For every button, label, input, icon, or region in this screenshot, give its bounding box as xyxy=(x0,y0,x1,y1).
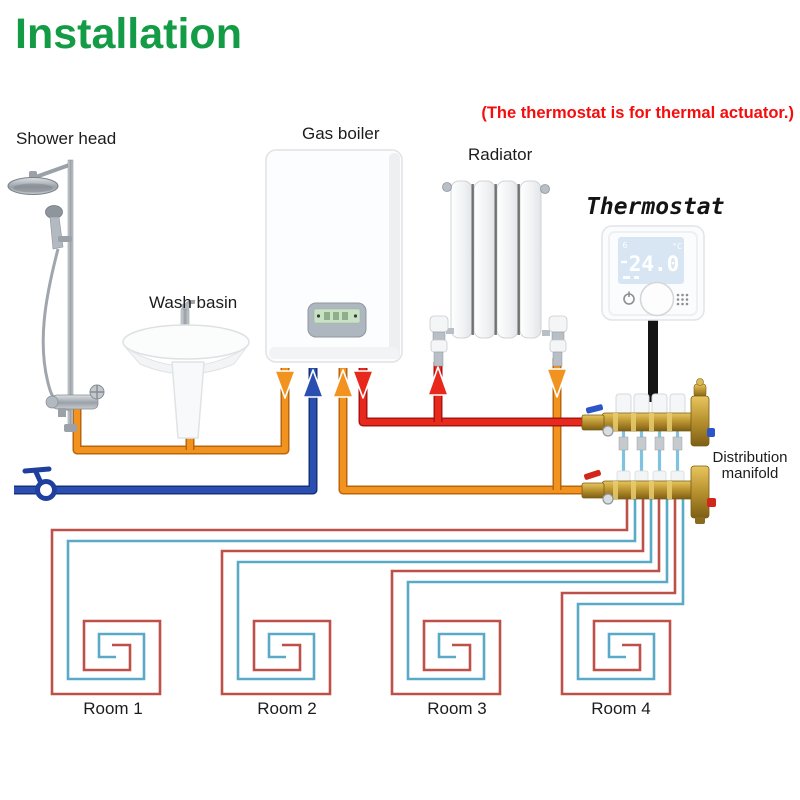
thermostat-temperature: 24.0 xyxy=(629,252,680,276)
shower-head-icon xyxy=(29,171,37,179)
floor-heating-loops xyxy=(50,499,685,696)
cold-flow-arrow xyxy=(302,369,324,398)
label-shower-head: Shower head xyxy=(16,129,117,148)
distribution-manifold-graphic xyxy=(581,378,716,524)
return-valve-handle xyxy=(583,469,601,480)
hand-shower-icon xyxy=(45,205,63,219)
manifold-supply-bar xyxy=(581,378,715,447)
radiator-plug-left xyxy=(442,182,452,192)
thermostat-screen xyxy=(618,237,684,284)
supply-flow-arrow xyxy=(352,370,374,399)
radiator-valve-right xyxy=(542,315,568,367)
radiator-supply-arrow xyxy=(427,366,449,396)
radiator-plug-right xyxy=(540,184,550,194)
floor-loop-room-2 xyxy=(220,499,653,696)
manifold-gauge-bottom xyxy=(602,493,614,505)
shower-mixer xyxy=(51,394,99,410)
drain-red-cap xyxy=(707,498,716,507)
manifold-gauge-top xyxy=(602,425,614,437)
menu-grid-icon xyxy=(676,293,689,306)
radiator-return-arrow xyxy=(546,368,568,398)
radiator-graphic xyxy=(429,180,568,367)
floor-loop-room-3 xyxy=(390,499,669,696)
shutoff-valve-icon xyxy=(22,466,57,501)
boiler-display xyxy=(307,302,367,338)
label-wash-basin: Wash basin xyxy=(149,293,238,312)
shower-graphic xyxy=(7,159,105,432)
thermostat-cable xyxy=(648,316,658,402)
label-room-1: Room 1 xyxy=(83,699,143,718)
wash-basin-graphic xyxy=(122,299,250,439)
label-distribution-manifold: Distribution manifold xyxy=(695,450,800,482)
cold-water-pipe xyxy=(14,368,318,501)
label-manifold-line2: manifold xyxy=(721,465,779,482)
label-gas-boiler: Gas boiler xyxy=(302,124,380,143)
manifold-return-bar xyxy=(581,465,716,524)
label-thermostat: Thermostat xyxy=(586,194,725,220)
thermostat-graphic: 6 °C 24.0 xyxy=(601,225,705,321)
page-title: Installation xyxy=(15,10,242,58)
floor-loop-room-1 xyxy=(50,499,637,696)
floor-loop-room-4 xyxy=(560,499,685,696)
label-room-2: Room 2 xyxy=(257,699,317,718)
thermostat-note: (The thermostat is for thermal actuator.… xyxy=(481,104,794,122)
return-flow-arrow xyxy=(332,369,354,398)
label-radiator: Radiator xyxy=(468,145,533,164)
thermostat-unit: °C xyxy=(672,242,682,251)
label-room-4: Room 4 xyxy=(591,699,651,718)
dhw-flow-arrow xyxy=(274,370,296,399)
thermostat-dial xyxy=(639,281,675,317)
label-room-3: Room 3 xyxy=(427,699,487,718)
label-manifold-line1: Distribution xyxy=(712,449,788,466)
air-vent-blue-cap xyxy=(707,428,715,437)
power-icon xyxy=(623,291,635,305)
shower-hose xyxy=(41,248,71,412)
gas-boiler-graphic xyxy=(265,149,403,363)
thermostat-time-indicator: 6 xyxy=(623,241,628,250)
flow-arrows xyxy=(274,366,568,399)
thermal-actuators xyxy=(615,393,686,416)
radiator-valve-left xyxy=(429,315,454,367)
supply-valve-handle xyxy=(585,404,604,414)
